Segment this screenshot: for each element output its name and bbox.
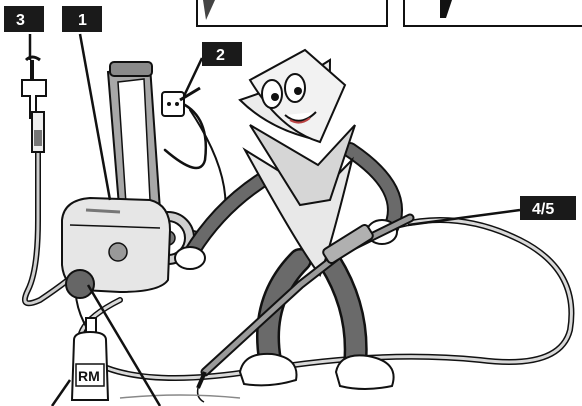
detergent-bottle: RM [70, 317, 110, 401]
callout-2: 2 [202, 42, 242, 66]
water-tap-icon [21, 55, 47, 153]
callout-label-2: 2 [216, 47, 225, 64]
callout-label-1: 1 [78, 12, 87, 29]
wall-socket-icon [161, 86, 201, 117]
callout-leader-lines [28, 33, 521, 406]
pressure-washer-machine [61, 61, 195, 299]
callout-1: 1 [62, 6, 102, 32]
callout-4-5: 4/5 [520, 196, 576, 220]
spray-lance [196, 213, 415, 403]
top-frame-boxes [196, 0, 582, 27]
bottle-label: RM [78, 368, 100, 384]
callout-label-3: 3 [16, 12, 25, 29]
callout-label-4-5: 4/5 [532, 201, 554, 218]
mascot-character [174, 48, 403, 390]
callout-3: 3 [4, 6, 44, 32]
